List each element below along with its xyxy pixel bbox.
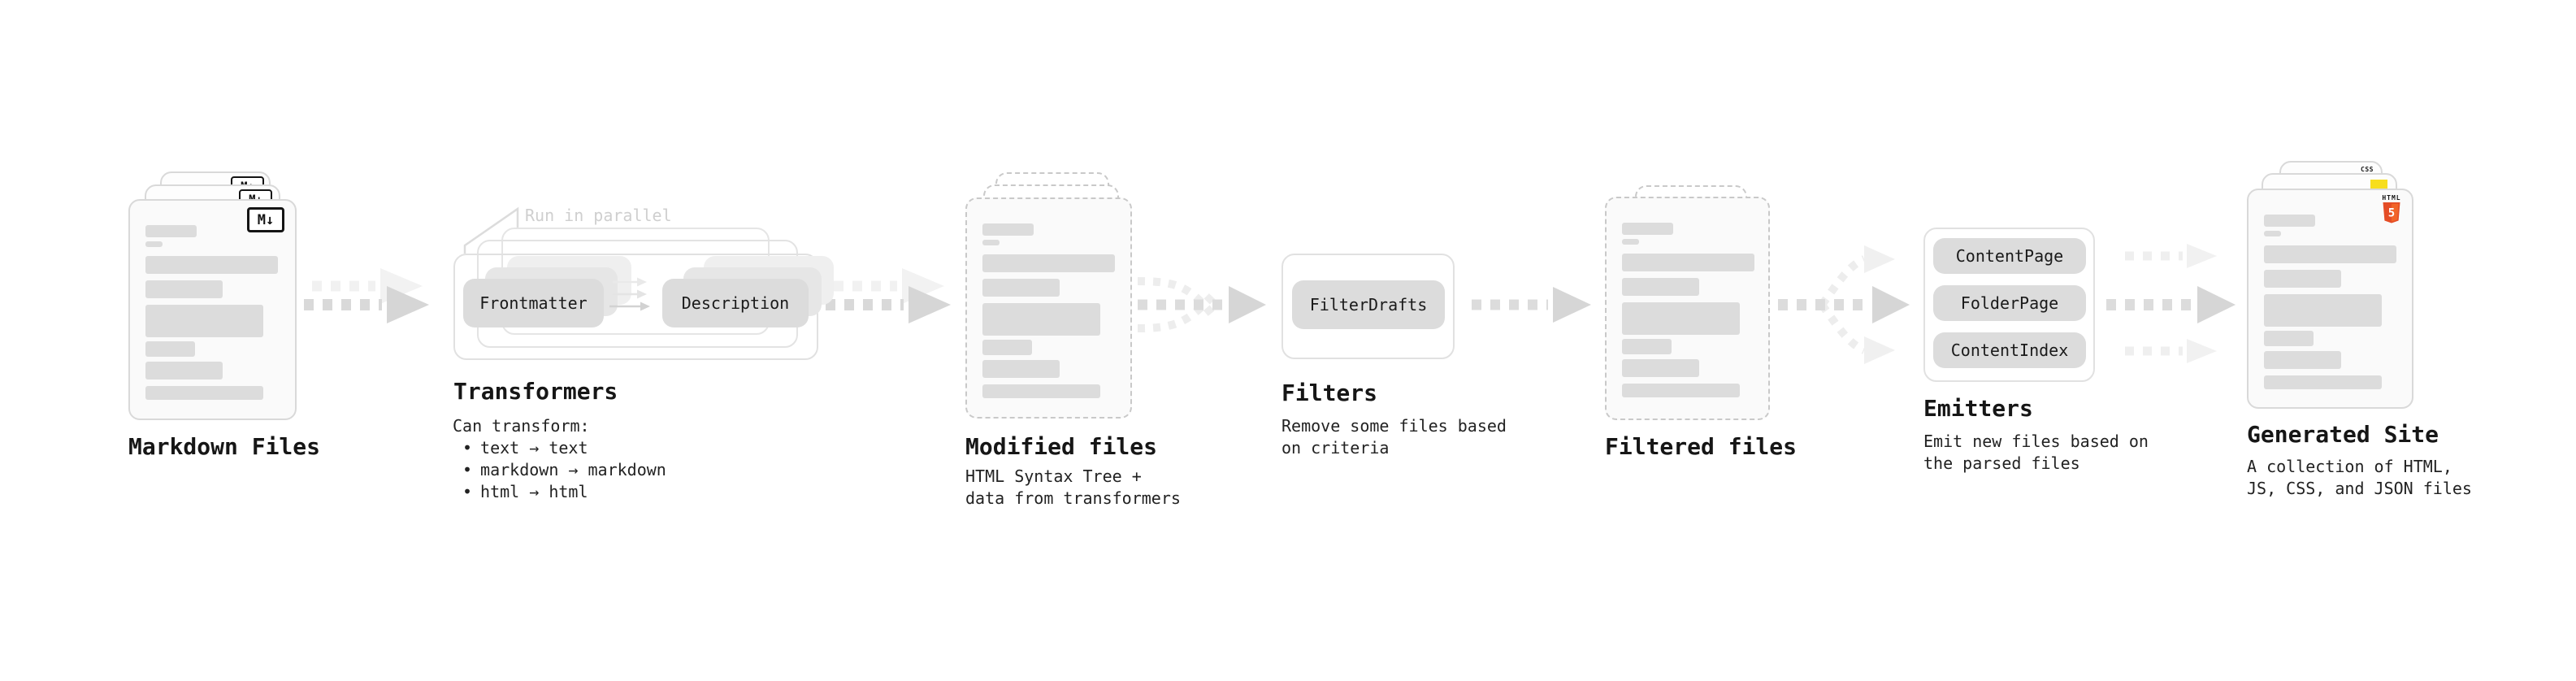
caption-line: A collection of HTML, — [2247, 457, 2452, 476]
skeleton-bar — [145, 341, 195, 357]
generated-site-title: Generated Site — [2247, 421, 2439, 448]
bullet-marker: • — [462, 460, 473, 479]
skeleton-bar — [2264, 351, 2341, 369]
contentindex-pill: ContentIndex — [1933, 332, 2086, 368]
bullet-item: • html → html — [453, 481, 666, 503]
emitters-title: Emitters — [1923, 395, 2033, 422]
filtered-files-stack — [1605, 185, 1770, 429]
css-label: CSS — [2361, 166, 2374, 173]
caption-line: JS, CSS, and JSON files — [2247, 479, 2472, 498]
skeleton-bar — [2264, 270, 2341, 288]
skeleton-bar — [1622, 384, 1740, 397]
skeleton-bar — [2264, 231, 2281, 236]
skeleton-bar — [145, 280, 223, 298]
caption-heading: Can transform: — [453, 416, 590, 436]
caption-line: Remove some files based — [1281, 416, 1507, 436]
skeleton-bar — [2264, 331, 2314, 346]
folderpage-pill: FolderPage — [1933, 285, 2086, 321]
skeleton-bar — [145, 305, 263, 337]
bullet-text: text → text — [480, 438, 588, 458]
description-pill: Description — [662, 279, 809, 327]
arrow-markdown-to-transformers — [304, 268, 429, 323]
skeleton-bar — [982, 223, 1034, 236]
generated-file-card-html: HTML 5 — [2247, 189, 2413, 409]
filterdrafts-pill: FilterDrafts — [1292, 280, 1445, 329]
bullet-item: • text → text — [453, 437, 666, 459]
emitters-caption: Emit new files based on the parsed files — [1923, 431, 2149, 475]
skeleton-bar — [145, 241, 163, 247]
markdown-files-title: Markdown Files — [128, 433, 321, 460]
arrow-modified-to-filters — [1137, 277, 1266, 332]
bullet-marker: • — [462, 482, 473, 501]
html5-shield: 5 — [2383, 202, 2400, 223]
caption-line: HTML Syntax Tree + — [965, 466, 1142, 486]
markdown-files-stack: M↓ M↓ M↓ — [128, 171, 297, 420]
skeleton-bar — [2264, 215, 2315, 227]
filtered-files-title: Filtered files — [1605, 433, 1798, 460]
transformers-title: Transformers — [453, 378, 618, 405]
caption-line: on criteria — [1281, 438, 1390, 458]
skeleton-bar — [1622, 359, 1699, 377]
transformer-step-arrows — [609, 277, 650, 311]
transformers-caption: Can transform: • text → text • markdown → … — [453, 415, 666, 503]
caption-line: Emit new files based on — [1923, 432, 2149, 451]
skeleton-bar — [2264, 294, 2382, 327]
modified-files-title: Modified files — [965, 433, 1158, 460]
arrow-filtered-to-emitters — [1778, 245, 1910, 364]
modified-files-caption: HTML Syntax Tree + data from transformer… — [965, 466, 1181, 510]
skeleton-bar — [1622, 339, 1672, 354]
modified-files-stack — [965, 172, 1132, 421]
parallel-note-leader-line — [463, 206, 519, 254]
skeleton-bar — [982, 384, 1100, 398]
skeleton-bar — [2264, 375, 2382, 389]
skeleton-bar — [1622, 223, 1673, 235]
filters-title: Filters — [1281, 380, 1378, 406]
caption-line: the parsed files — [1923, 453, 2080, 473]
contentpage-pill: ContentPage — [1933, 238, 2086, 274]
generated-site-caption: A collection of HTML, JS, CSS, and JSON … — [2247, 456, 2472, 500]
skeleton-bar — [145, 386, 263, 400]
document-skeleton — [2249, 190, 2412, 407]
arrow-emitters-to-generated — [2106, 244, 2236, 363]
skeleton-bar — [145, 225, 197, 237]
markdown-icon: M↓ — [247, 207, 284, 232]
markdown-file-card-front: M↓ — [128, 199, 297, 420]
filtered-file-card-front — [1605, 197, 1770, 420]
caption-line: data from transformers — [965, 488, 1181, 508]
frontmatter-pill: Frontmatter — [463, 279, 604, 327]
arrow-filters-to-filtered — [1472, 287, 1591, 323]
skeleton-bar — [145, 256, 278, 274]
skeleton-bar — [982, 340, 1032, 355]
skeleton-bar — [1622, 278, 1699, 296]
skeleton-bar — [1622, 302, 1740, 335]
skeleton-bar — [982, 240, 1000, 245]
html-label: HTML — [2382, 194, 2401, 202]
skeleton-bar — [982, 360, 1060, 378]
bullet-text: markdown → markdown — [480, 460, 666, 479]
js-file-icon — [2370, 180, 2387, 189]
bullet-item: • markdown → markdown — [453, 459, 666, 481]
skeleton-bar — [1622, 239, 1639, 245]
skeleton-bar — [2264, 245, 2396, 263]
skeleton-bar — [982, 279, 1060, 297]
skeleton-bar — [1622, 254, 1754, 271]
bullet-marker: • — [462, 438, 473, 458]
html5-number: 5 — [2388, 207, 2395, 220]
modified-file-card-front — [965, 197, 1132, 419]
skeleton-bar — [982, 303, 1100, 336]
html5-icon: HTML 5 — [2379, 194, 2404, 224]
generated-site-stack: CSS HTML 5 — [2247, 161, 2415, 413]
skeleton-bar — [982, 254, 1115, 272]
arrow-transformers-to-modified — [826, 268, 951, 323]
skeleton-bar — [145, 362, 223, 380]
parallel-note: Run in parallel — [525, 206, 672, 225]
filters-caption: Remove some files based on criteria — [1281, 415, 1507, 459]
bullet-text: html → html — [480, 482, 588, 501]
